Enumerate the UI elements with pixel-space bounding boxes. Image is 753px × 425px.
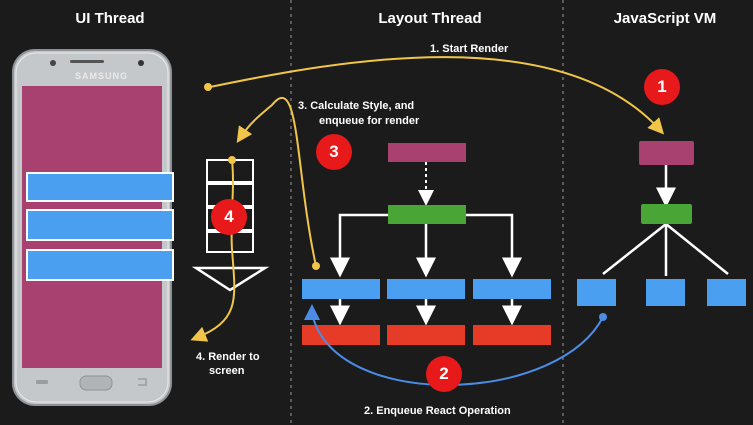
phone-row [26, 249, 174, 281]
step-3-label-line2: enqueue for render [319, 115, 420, 127]
column-title-ui-thread: UI Thread [75, 10, 145, 27]
js-node-blue [707, 279, 746, 306]
step-1-badge: 1 [644, 69, 680, 105]
step-3-badge: 3 [316, 134, 352, 170]
step-4-badge: 4 [211, 199, 247, 235]
phone-row [26, 172, 174, 202]
layout-node-red [302, 325, 380, 345]
js-tree [577, 141, 746, 306]
phone-speaker [70, 60, 104, 63]
phone-key-right [138, 378, 147, 386]
phone [12, 49, 174, 406]
js-node-blue [646, 279, 685, 306]
column-title-javascript-vm: JavaScript VM [613, 10, 717, 27]
arrow-enqueue-operation [304, 304, 604, 386]
layout-tree [302, 143, 551, 345]
arrow-enqueue-operation-origin [599, 313, 607, 321]
layout-node-blue [473, 279, 551, 299]
layout-node-blue [302, 279, 380, 299]
js-node-blue [577, 279, 616, 306]
phone-camera [50, 60, 56, 66]
arrow-calculate-style [236, 96, 317, 267]
layout-node-blue [387, 279, 465, 299]
step-2-label: 2. Enqueue React Operation [364, 405, 511, 417]
arrow-start-render [209, 56, 665, 135]
step-1-label: 1. Start Render [430, 43, 509, 55]
column-title-layout-thread: Layout Thread [378, 10, 482, 27]
js-node-green [641, 204, 692, 224]
phone-sensor [138, 60, 144, 66]
arrow-render-to-screen [190, 159, 236, 342]
layout-node-magenta [388, 143, 466, 162]
phone-brand-label: SAMSUNG [75, 71, 129, 81]
layout-node-green [388, 205, 466, 224]
step-4-label-line1: 4. Render to [196, 351, 260, 363]
arrow-calculate-style-origin [312, 262, 320, 270]
phone-row [26, 209, 174, 241]
step-4-label-line2: screen [209, 365, 245, 377]
arrow-render-to-screen-origin [228, 156, 236, 164]
layout-node-red [473, 325, 551, 345]
step-2-badge: 2 [426, 356, 462, 392]
phone-key-left [36, 380, 48, 384]
phone-home-button [79, 375, 113, 391]
arrow-start-render-origin [204, 83, 212, 91]
step-3-label-line1: 3. Calculate Style, and [298, 100, 415, 112]
js-node-magenta [639, 141, 694, 165]
layout-node-red [387, 325, 465, 345]
